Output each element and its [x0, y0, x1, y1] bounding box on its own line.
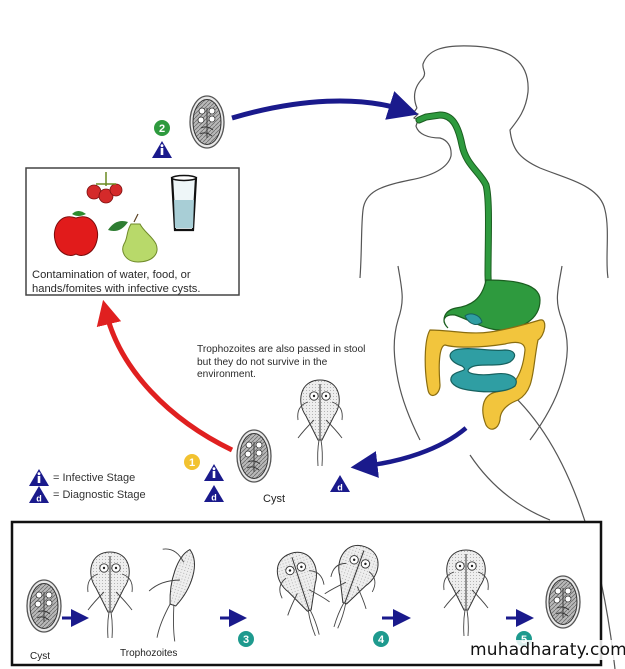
infective-stage-icon — [152, 141, 172, 158]
diagnostic-stage-icon — [204, 485, 224, 503]
food-box-caption: Contamination of water, food, or hands/f… — [32, 269, 201, 295]
stool-trophozoite — [297, 379, 343, 467]
step-badge-2: 2 — [154, 120, 170, 136]
box-cyst-end — [545, 575, 581, 629]
box-cyst-start — [26, 579, 62, 633]
legend-diagnostic: = Diagnostic Stage — [28, 486, 146, 504]
raspberries-icon — [86, 172, 123, 204]
diagnostic-stage-icon — [330, 475, 350, 493]
legend-diagnostic-label: = Diagnostic Stage — [53, 489, 146, 501]
digestive-tract — [415, 111, 546, 430]
stool-cyst — [236, 429, 272, 483]
contamination-arrow — [96, 299, 234, 453]
svg-text:1: 1 — [189, 457, 195, 469]
glass-of-water-icon — [170, 174, 198, 232]
step-badge-3: 3 — [238, 631, 254, 647]
stomach — [443, 279, 541, 331]
infective-cyst — [189, 95, 225, 149]
large-intestine — [424, 319, 546, 430]
diagnostic-stage-icon — [29, 486, 49, 504]
legend-infective: = Infective Stage — [28, 469, 135, 487]
box-trophozoites-label: Trophozoites — [120, 648, 178, 659]
pear-icon — [108, 213, 158, 263]
trophozoite-note: Trophozoites are also passed in stool bu… — [197, 344, 366, 380]
apple-icon — [53, 211, 99, 256]
infective-stage-icon — [29, 469, 49, 486]
box-cyst-label: Cyst — [30, 651, 50, 662]
svg-text:2: 2 — [159, 123, 165, 135]
box-trophozoite-side — [148, 548, 195, 642]
legend-infective-label: = Infective Stage — [53, 472, 136, 484]
step-badge-4: 4 — [373, 631, 389, 647]
svg-text:3: 3 — [243, 634, 249, 646]
ingestion-arrow — [231, 91, 419, 121]
human-body-outline — [359, 45, 616, 669]
cyst-label: Cyst — [263, 493, 285, 505]
infective-stage-icon — [204, 464, 224, 481]
excretion-arrow — [350, 426, 468, 478]
svg-text:4: 4 — [378, 634, 385, 646]
small-intestine — [449, 347, 517, 393]
watermark: muhadharaty.com — [468, 640, 625, 660]
step-badge-1: 1 — [184, 454, 200, 470]
